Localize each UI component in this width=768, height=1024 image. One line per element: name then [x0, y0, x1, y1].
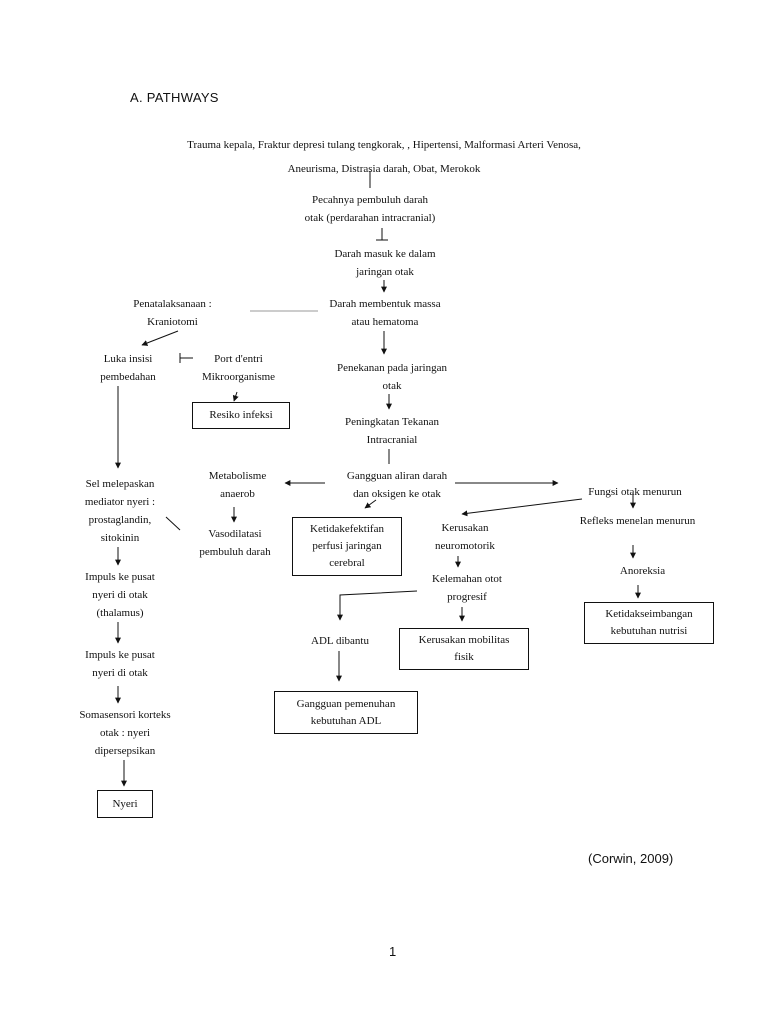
- node-text: Kerusakan mobilitas: [418, 634, 510, 646]
- node-text: Anoreksia: [619, 565, 666, 577]
- box-perfusi-jaringan: Ketidakefektifan perfusi jaringan cerebr…: [292, 517, 402, 576]
- node-text: prostaglandin,: [88, 514, 152, 526]
- causes-text: Trauma kepala, Fraktur depresi tulang te…: [84, 133, 684, 181]
- node-text: Port d'entri: [214, 353, 263, 365]
- node-neuromotorik: Kerusakan neuromotorik: [415, 519, 515, 555]
- connector-kelemahan-adl: [337, 590, 418, 621]
- node-text: Impuls ke pusat: [85, 649, 155, 661]
- node-text: pembuluh darah: [199, 546, 271, 558]
- node-sel-melepaskan: Sel melepaskan mediator nyeri : prostagl…: [65, 475, 175, 547]
- node-text: Mikroorganisme: [201, 371, 276, 383]
- node-text: Impuls ke pusat: [85, 571, 155, 583]
- node-text: Somasensori korteks: [79, 709, 171, 721]
- box-nutrisi: Ketidakseimbangan kebutuhan nutrisi: [584, 602, 714, 644]
- node-impuls-thalamus: Impuls ke pusat nyeri di otak (thalamus): [70, 568, 170, 622]
- node-text: kebutuhan ADL: [310, 714, 382, 727]
- node-text: nyeri di otak: [92, 589, 148, 601]
- node-text: Fungsi otak menurun: [588, 486, 682, 498]
- node-text: otak : nyeri: [99, 727, 151, 739]
- node-luka: Luka insisi pembedahan: [78, 350, 178, 386]
- box-resiko-infeksi: Resiko infeksi: [192, 402, 290, 429]
- node-pecahnya: Pecahnya pembuluh darah otak (perdarahan…: [285, 191, 455, 227]
- connector-sel-vasodilatasi: [165, 516, 181, 531]
- connector-gangguan-perfusi: [364, 499, 377, 509]
- node-text: cerebral: [329, 557, 365, 569]
- node-text: anaerob: [220, 488, 255, 500]
- section-heading: A. PATHWAYS: [130, 90, 219, 105]
- node-text: Resiko infeksi: [209, 409, 273, 421]
- citation: (Corwin, 2009): [588, 851, 674, 866]
- node-kelemahan: Kelemahan otot progresif: [412, 570, 522, 606]
- node-penekanan: Penekanan pada jaringan otak: [312, 359, 472, 395]
- node-text: Kraniotomi: [147, 316, 198, 328]
- page-number: 1: [389, 944, 397, 959]
- node-text: Refleks menelan menurun: [579, 515, 696, 527]
- node-text: Luka insisi: [103, 353, 153, 365]
- node-text: Darah masuk ke dalam: [334, 248, 436, 260]
- node-penatalaksanaan: Penatalaksanaan : Kraniotomi: [115, 295, 230, 331]
- node-text: Nyeri: [112, 797, 138, 810]
- node-text: Darah membentuk massa: [329, 298, 441, 310]
- node-text: Sel melepaskan: [85, 478, 155, 490]
- node-darah-masuk: Darah masuk ke dalam jaringan otak: [310, 245, 460, 281]
- node-text: dipersepsikan: [94, 745, 156, 757]
- node-adl-dibantu: ADL dibantu: [290, 632, 390, 650]
- causes-line-1: Trauma kepala, Fraktur depresi tulang te…: [187, 139, 581, 151]
- node-tik: Peningkatan Tekanan Intracranial: [322, 413, 462, 449]
- box-nyeri: Nyeri: [97, 790, 153, 818]
- connector-port-resiko: [232, 391, 239, 402]
- node-vasodilatasi: Vasodilatasi pembuluh darah: [185, 525, 285, 561]
- node-text: Metabolisme: [208, 470, 267, 482]
- node-text: Intracranial: [366, 434, 418, 446]
- node-text: fisik: [454, 651, 474, 663]
- node-text: Vasodilatasi: [208, 528, 262, 540]
- node-text: kebutuhan nutrisi: [610, 625, 688, 637]
- node-text: mediator nyeri :: [84, 496, 156, 508]
- node-text: Peningkatan Tekanan: [344, 416, 440, 428]
- node-text: Gangguan aliran darah: [346, 470, 448, 482]
- node-text: ADL dibantu: [311, 635, 369, 647]
- node-text: atau hematoma: [351, 316, 419, 328]
- node-text: Gangguan pemenuhan: [296, 697, 396, 710]
- node-text: otak: [382, 380, 402, 392]
- node-text: Ketidakseimbangan: [605, 608, 693, 620]
- node-text: perfusi jaringan: [312, 540, 382, 552]
- box-gangguan-adl: Gangguan pemenuhan kebutuhan ADL: [274, 691, 418, 734]
- node-text: Penatalaksanaan :: [133, 298, 212, 310]
- node-text: pembedahan: [100, 371, 156, 383]
- node-hematoma: Darah membentuk massa atau hematoma: [305, 295, 465, 331]
- node-gangguan-aliran: Gangguan aliran darah dan oksigen ke ota…: [322, 467, 472, 503]
- node-fungsi-otak: Fungsi otak menurun: [570, 483, 700, 501]
- connector-penatalaksanaan-luka: [141, 330, 179, 346]
- node-text: sitokinin: [100, 532, 140, 544]
- node-text: neuromotorik: [435, 540, 495, 552]
- causes-line-2: Aneurisma, Distrasia darah, Obat, Meroko…: [287, 163, 481, 175]
- node-refleks: Refleks menelan menurun: [565, 512, 710, 530]
- node-impuls-otak: Impuls ke pusat nyeri di otak: [70, 646, 170, 682]
- node-text: Penekanan pada jaringan: [337, 362, 447, 374]
- connector-fungsi-neuromotorik: [461, 498, 583, 517]
- node-text: progresif: [447, 591, 487, 603]
- node-text: Kelemahan otot: [432, 573, 502, 585]
- node-anoreksia: Anoreksia: [600, 562, 685, 580]
- node-text: nyeri di otak: [92, 667, 148, 679]
- node-text: (thalamus): [96, 607, 144, 619]
- node-somasensori: Somasensori korteks otak : nyeri diperse…: [60, 706, 190, 760]
- node-metabolisme: Metabolisme anaerob: [190, 467, 285, 503]
- node-text: Kerusakan: [441, 522, 489, 534]
- node-text: Ketidakefektifan: [310, 523, 384, 535]
- node-text: jaringan otak: [356, 266, 414, 278]
- node-port: Port d'entri Mikroorganisme: [186, 350, 291, 386]
- box-kerusakan-mobilitas: Kerusakan mobilitas fisik: [399, 628, 529, 670]
- node-text: dan oksigen ke otak: [353, 488, 441, 500]
- node-text: Pecahnya pembuluh darah: [311, 194, 429, 206]
- node-text: otak (perdarahan intracranial): [304, 212, 436, 224]
